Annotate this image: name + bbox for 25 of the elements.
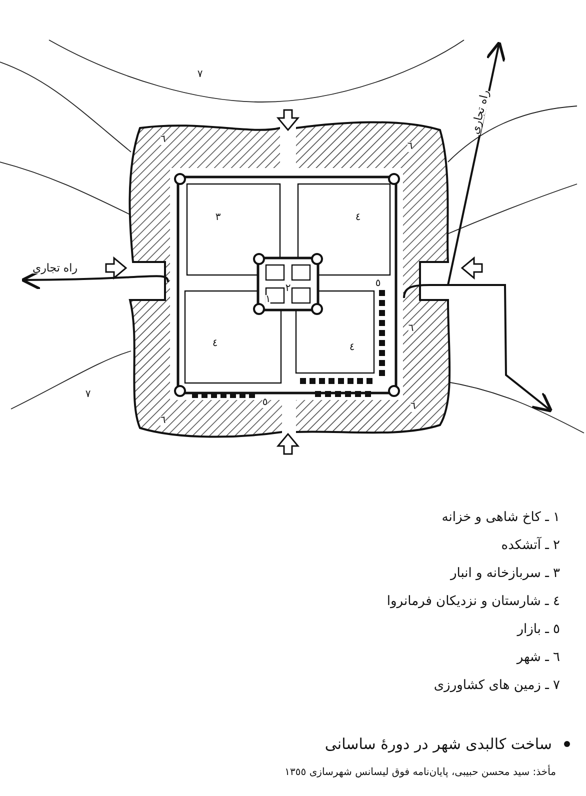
area-number: ٦ (160, 416, 166, 426)
area-number: ٧ (197, 70, 203, 80)
area-number: ٧ (85, 390, 91, 400)
legend-item: ٤ ـ شارستان و نزدیکان فرمانروا (386, 593, 560, 611)
area-number: ٤ (355, 213, 361, 223)
area-number: ٦ (410, 402, 416, 412)
legend-item: ١ ـ کاخ شاهی و خزانه (442, 509, 560, 527)
area-number: ٢ (285, 284, 291, 294)
area-number: ٣ (215, 213, 221, 223)
area-number: ٥ (262, 398, 268, 408)
area-number: ٦ (160, 135, 166, 145)
area-number: ٥ (375, 279, 381, 289)
road-label: راه تجاری (32, 262, 78, 274)
legend-item: ٦ ـ شهر (516, 649, 560, 667)
legend-item: ٧ ـ زمین های کشاورزی (434, 677, 560, 695)
area-number: ٦ (408, 324, 414, 334)
area-number: ١ (265, 295, 271, 305)
legend-item: ٣ ـ سربازخانه و انبار (450, 565, 560, 583)
area-number: ٤ (349, 343, 355, 353)
legend-item: ٢ ـ آتشکده (501, 536, 560, 555)
area-number: ٤ (212, 339, 218, 349)
area-number: ٦ (407, 142, 413, 152)
legend-item: ٥ ـ بازار (517, 621, 560, 639)
caption: ساخت کالبدی شهر در دورهٔ ساسانی (324, 734, 552, 755)
source-note: مأخذ: سید محسن حبیبی، پایان‌نامه فوق لیسانس شهرسازی ١٣٥٥ (284, 765, 556, 780)
